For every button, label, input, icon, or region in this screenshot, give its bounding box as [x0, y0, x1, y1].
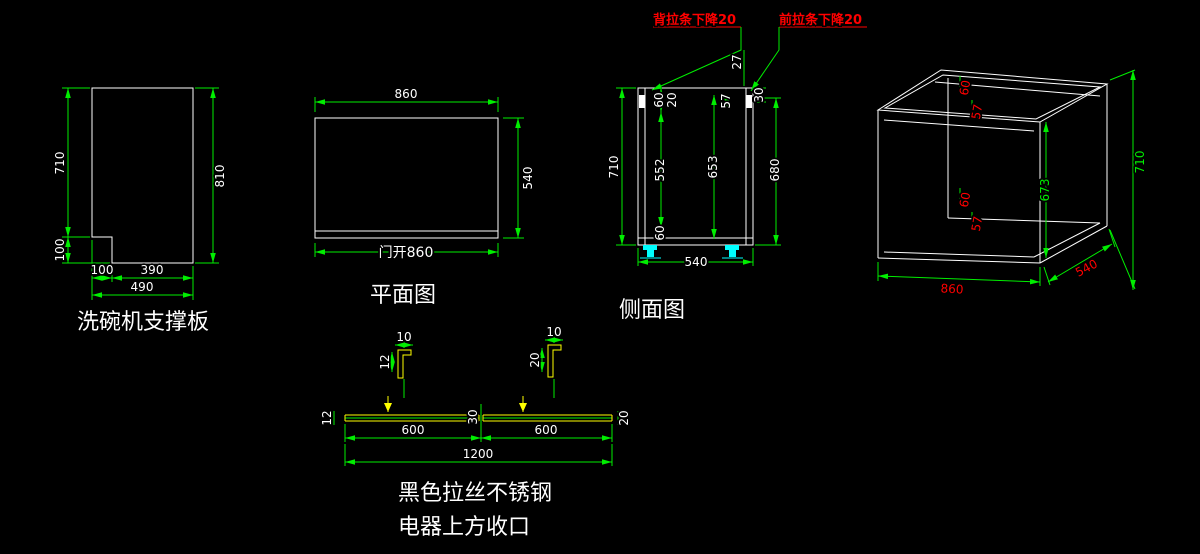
iso-view: 710 673 860 540 60 57 60 57 — [876, 69, 1149, 298]
dim-side-680: 680 — [768, 159, 782, 182]
side-outline — [637, 87, 754, 246]
right-profile-detail — [547, 344, 562, 378]
dim-side-60-top: 60 — [652, 92, 666, 107]
side-view: 710 60 20 552 60 653 57 27 30 680 540 背拉… — [605, 11, 867, 323]
dim-strip-600-right: 600 — [535, 423, 558, 437]
support-plate-view: 710 100 810 100 390 490 洗碗机支撑板 — [51, 87, 229, 335]
dim-iso-860: 860 — [940, 281, 964, 296]
dim-iso-rail-60-mid: 60 — [957, 191, 973, 208]
dim-side-540: 540 — [685, 255, 708, 269]
strip-detail-view: 10 12 10 20 12 600 30 600 20 1200 黑色拉丝不锈… — [318, 323, 633, 540]
dim-side-552: 552 — [653, 159, 667, 182]
strip-title-line1: 黑色拉丝不锈钢 — [398, 481, 552, 506]
dim-iso-rail-57-mid: 57 — [969, 215, 985, 232]
dim-support-100v: 100 — [53, 239, 67, 262]
cabinet-feet — [640, 245, 743, 259]
dim-strip-det10-left: 10 — [396, 330, 411, 344]
dim-strip-det12-left: 12 — [378, 354, 392, 369]
left-profile-detail — [397, 349, 412, 379]
dim-iso-rail-57-top: 57 — [969, 103, 985, 120]
dim-side-60-bottom: 60 — [653, 225, 667, 240]
front-tie-bar — [746, 95, 752, 108]
support-plate-outline — [91, 87, 194, 264]
dim-iso-710: 710 — [1133, 151, 1147, 174]
iso-top-face — [876, 69, 1109, 123]
dim-side-30: 30 — [752, 87, 766, 102]
back-tie-bar — [639, 95, 645, 108]
callout-front-tie-bar: 前拉条下降20 — [779, 12, 862, 28]
plan-view: 860 540 门开860 平面图 — [314, 85, 537, 308]
dim-strip-600-left: 600 — [402, 423, 425, 437]
plan-door-dim: 门开860 — [379, 245, 434, 261]
dim-iso-540: 540 — [1073, 257, 1100, 280]
dim-side-27: 27 — [730, 54, 744, 69]
support-plate-title: 洗碗机支撑板 — [77, 310, 209, 335]
dim-side-20: 20 — [665, 92, 679, 107]
dim-plan-540: 540 — [521, 167, 535, 190]
strip-title-line2: 电器上方收口 — [398, 515, 530, 540]
dim-side-653: 653 — [706, 156, 720, 179]
dim-strip-1200: 1200 — [463, 447, 494, 461]
dim-strip-end20: 20 — [617, 410, 631, 425]
dim-side-57: 57 — [719, 93, 733, 108]
dim-strip-end12: 12 — [320, 410, 334, 425]
dim-strip-det20-right: 20 — [528, 352, 542, 367]
dim-strip-mid30: 30 — [466, 409, 480, 424]
dim-support-100h: 100 — [91, 263, 114, 277]
dim-support-710: 710 — [53, 152, 67, 175]
plan-title: 平面图 — [370, 283, 436, 308]
dim-support-390: 390 — [141, 263, 164, 277]
dim-plan-860: 860 — [395, 87, 418, 101]
callout-back-tie-bar: 背拉条下降20 — [653, 12, 736, 28]
dim-iso-673: 673 — [1038, 179, 1052, 202]
dim-support-490: 490 — [131, 280, 154, 294]
dim-support-810: 810 — [213, 165, 227, 188]
dim-iso-rail-60-top: 60 — [957, 79, 973, 96]
plan-outline — [314, 117, 499, 239]
dim-side-710: 710 — [607, 156, 621, 179]
dim-strip-det10-right: 10 — [546, 325, 561, 339]
side-title: 侧面图 — [619, 298, 685, 323]
